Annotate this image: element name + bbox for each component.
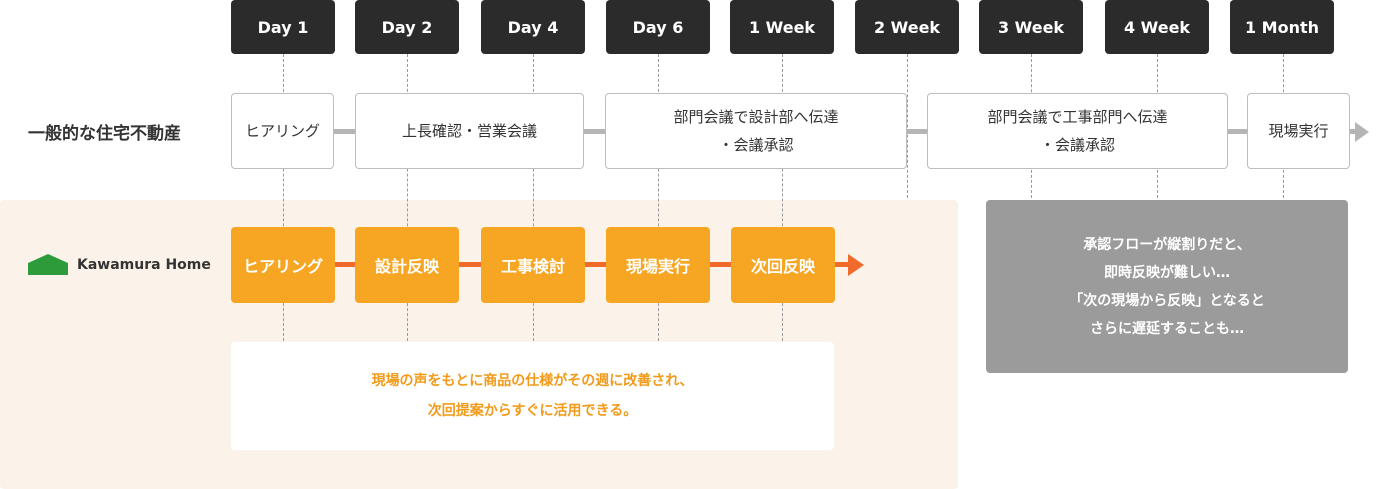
general-connector <box>583 129 607 134</box>
kawamura-step-design: 設計反映 <box>355 227 459 303</box>
timeline-guide <box>907 54 908 198</box>
timeline-4-week: 4 Week <box>1105 0 1209 54</box>
timeline-guide <box>533 54 534 341</box>
arrow-right-icon <box>848 254 864 276</box>
general-step-construction-dept: 部門会議で工事部門へ伝達 ・会議承認 <box>927 93 1228 169</box>
timeline-1-week: 1 Week <box>730 0 834 54</box>
general-connector <box>1349 129 1357 134</box>
timeline-guide <box>407 54 408 341</box>
kawamura-connector <box>709 262 732 267</box>
general-step-design-dept: 部門会議で設計部へ伝達 ・会議承認 <box>605 93 907 169</box>
general-row-label: 一般的な住宅不動産 <box>28 124 181 144</box>
general-note-line: 承認フローが縦割りだと、 <box>1083 236 1251 253</box>
kawamura-connector <box>834 262 850 267</box>
kawamura-note-line: 次回提案からすぐに活用できる。 <box>427 403 638 419</box>
general-note-line: 「次の現場から反映」となると <box>1069 292 1265 309</box>
house-icon <box>28 254 68 275</box>
arrow-right-icon <box>1355 122 1369 142</box>
general-note: 承認フローが縦割りだと、 即時反映が難しい… 「次の現場から反映」となると さら… <box>986 200 1348 373</box>
timeline-guide <box>782 54 783 341</box>
general-connector <box>1228 129 1248 134</box>
timeline-guide <box>283 54 284 341</box>
general-connector <box>906 129 928 134</box>
kawamura-connector <box>584 262 608 267</box>
kawamura-step-hearing: ヒアリング <box>231 227 335 303</box>
general-step-execution: 現場実行 <box>1247 93 1350 169</box>
timeline-day-2: Day 2 <box>355 0 459 54</box>
general-step-approval: 上長確認・営業会議 <box>355 93 584 169</box>
timeline-day-1: Day 1 <box>231 0 335 54</box>
kawamura-step-construction-review: 工事検討 <box>481 227 585 303</box>
general-note-line: 即時反映が難しい… <box>1104 264 1230 281</box>
kawamura-row-label: Kawamura Home <box>77 257 211 273</box>
general-connector <box>333 129 357 134</box>
timeline-1-month: 1 Month <box>1230 0 1334 54</box>
timeline-day-4: Day 4 <box>481 0 585 54</box>
timeline-day-6: Day 6 <box>606 0 710 54</box>
timeline-guide <box>658 54 659 341</box>
kawamura-note: 現場の声をもとに商品の仕様がその週に改善され、 次回提案からすぐに活用できる。 <box>231 342 834 450</box>
kawamura-step-next-feedback: 次回反映 <box>731 227 835 303</box>
timeline-2-week: 2 Week <box>855 0 959 54</box>
kawamura-connector <box>458 262 483 267</box>
general-note-line: さらに遅延することも… <box>1090 320 1244 337</box>
kawamura-note-line: 現場の声をもとに商品の仕様がその週に改善され、 <box>371 373 694 389</box>
kawamura-step-execution: 現場実行 <box>606 227 710 303</box>
kawamura-logo: Kawamura Home <box>25 254 211 276</box>
timeline-3-week: 3 Week <box>979 0 1083 54</box>
kawamura-connector <box>333 262 357 267</box>
general-step-hearing: ヒアリング <box>231 93 334 169</box>
